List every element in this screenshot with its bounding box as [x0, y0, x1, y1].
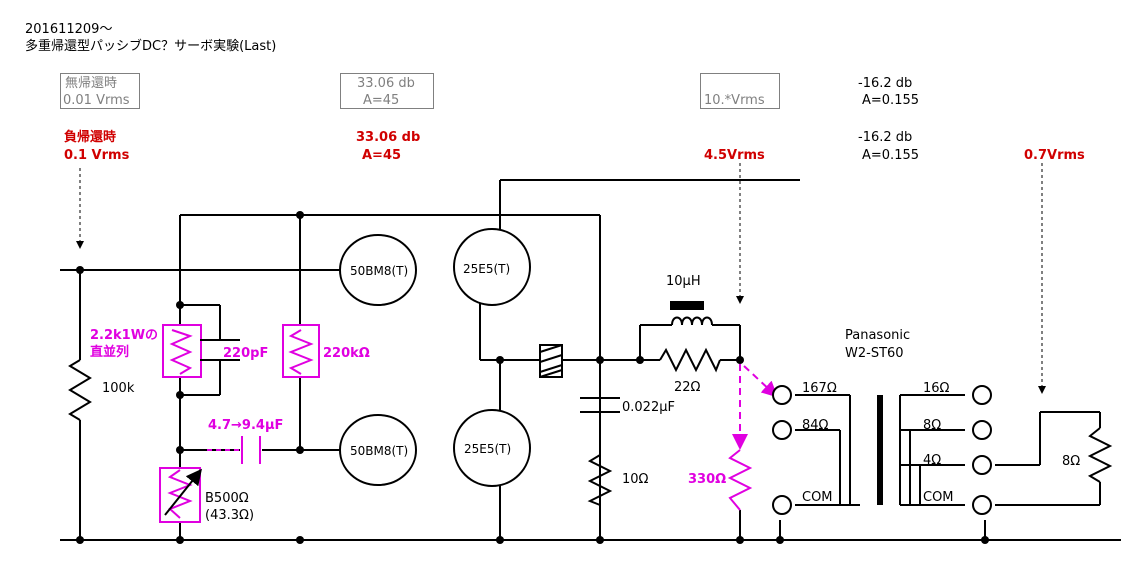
terminals — [772, 385, 992, 515]
gain2-a: A=45 — [362, 148, 402, 163]
no-feedback-input: 0.01 Vrms — [63, 93, 130, 108]
ferrite-bead — [539, 344, 563, 378]
out2-value: 4.5Vrms — [704, 148, 765, 163]
label-inductor: 10μH — [666, 274, 701, 289]
label-r-in: 100k — [102, 381, 135, 396]
tube-25e5-upper — [453, 228, 531, 306]
tube-50bm8-lower — [339, 414, 417, 486]
label-r-parallel: 2.2k1Wの 直並列 — [90, 328, 159, 360]
resistor-330ohm — [727, 449, 753, 511]
tap-16: 16Ω — [923, 381, 950, 396]
label-r-220k: 220kΩ — [323, 346, 370, 361]
label-c-220p: 220pF — [223, 346, 269, 361]
gain2-db: 33.06 db — [356, 130, 421, 145]
gain1-box: 33.06 db A=45 — [340, 73, 434, 109]
gain1-a: A=45 — [363, 93, 400, 108]
resistor-10ohm — [587, 454, 613, 506]
resistor-100k — [68, 359, 92, 421]
header-date: 201611209～ — [25, 22, 113, 37]
label-r-load: 8Ω — [1062, 454, 1081, 469]
probe-arrows — [76, 163, 1046, 394]
resistor-220k — [282, 324, 320, 378]
label-tube2: 50BM8(T) — [350, 444, 409, 458]
tap-4: 4Ω — [923, 453, 942, 468]
label-vr: B500Ω (43.3Ω) — [205, 491, 255, 523]
label-r-22: 22Ω — [674, 380, 701, 395]
junction-dots — [76, 211, 989, 544]
tap-8: 8Ω — [923, 418, 942, 433]
resistor-2k2-block — [162, 324, 202, 378]
att1-a: A=0.155 — [862, 93, 920, 108]
resistor-22ohm — [659, 347, 721, 373]
label-r-10: 10Ω — [622, 472, 649, 487]
capacitor-220pf — [200, 339, 240, 361]
no-feedback-label: 無帰還時 — [65, 76, 118, 91]
transformer-model: W2-ST60 — [845, 346, 904, 361]
gain1-db: 33.06 db — [357, 76, 415, 91]
no-feedback-box: 無帰還時 0.01 Vrms — [60, 73, 140, 109]
capacitor-0022uf — [580, 397, 620, 413]
label-c-0022: 0.022μF — [622, 400, 675, 415]
transformer-core — [877, 395, 883, 505]
out1-box: 10.*Vrms — [700, 73, 780, 109]
tap-84: 84Ω — [802, 418, 829, 433]
tap-com-secondary: COM — [923, 490, 954, 505]
tube-25e5-lower — [453, 409, 531, 487]
att2-db: -16.2 db — [858, 130, 913, 145]
tap-167: 167Ω — [802, 381, 837, 396]
inductor-10uh — [670, 301, 713, 326]
feedback-input: 0.1 Vrms — [64, 148, 130, 163]
speaker-voltage: 0.7Vrms — [1024, 148, 1085, 163]
tube-50bm8-upper — [339, 234, 417, 306]
feedback-path — [732, 364, 778, 450]
label-r-330: 330Ω — [688, 472, 727, 487]
att1-db: -16.2 db — [858, 76, 913, 91]
label-tube4: 25E5(T) — [464, 442, 512, 456]
header-title: 多重帰還型パッシブDC？サーボ実験(Last) — [25, 39, 277, 54]
feedback-label: 負帰還時 — [64, 130, 117, 145]
label-c-coupling: 4.7→9.4μF — [208, 418, 284, 433]
resistor-load — [1087, 427, 1113, 483]
label-tube3: 25E5(T) — [463, 262, 511, 276]
att2-a: A=0.155 — [862, 148, 920, 163]
tap-com-primary: COM — [802, 490, 833, 505]
out1-value: 10.*Vrms — [704, 93, 765, 108]
variable-resistor — [159, 467, 202, 523]
transformer-brand: Panasonic — [845, 328, 911, 343]
capacitor-coupling — [207, 436, 261, 464]
label-tube1: 50BM8(T) — [350, 264, 409, 278]
